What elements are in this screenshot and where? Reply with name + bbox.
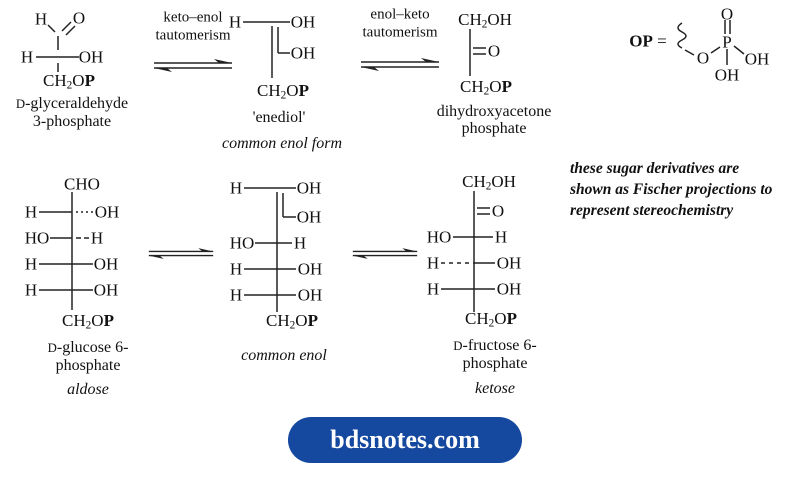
structure-name: 'enediol' — [252, 109, 306, 127]
op-equals-label: OP = — [629, 31, 667, 51]
atom-h: H — [426, 253, 440, 273]
structure-fructose-6-phosphate: CH2OH O HO H H OH H OH CH2OP D-fructose … — [415, 170, 585, 405]
structure-name: D-fructose 6- — [453, 337, 537, 355]
atom-ho: HO — [229, 233, 255, 253]
group-ch2oh: CH2OH — [462, 172, 516, 193]
structure-name: D-glyceraldehyde — [15, 95, 129, 113]
group-ch2op: CH2OP — [43, 71, 95, 92]
note-line3: represent stereochemistry — [570, 202, 734, 219]
structure-name-line2: phosphate — [461, 120, 527, 138]
reaction-label-line2: tautomerism — [362, 24, 438, 41]
atom-h: H — [24, 202, 38, 222]
structure-class-note: aldose — [67, 381, 109, 399]
structure-enediol: H OH OH CH2OP 'enediol' common enol form — [222, 8, 352, 153]
atom-h: H — [293, 233, 307, 253]
atom-oh: OH — [496, 279, 522, 299]
structure-name: dihydroxyacetone — [436, 103, 552, 121]
atom-o: O — [696, 48, 710, 68]
reaction-label-line2: tautomerism — [155, 27, 231, 44]
reaction-keto-enol: keto–enol tautomerism — [138, 8, 248, 78]
structure-name-line2: phosphate — [55, 357, 121, 375]
atom-oh: OH — [714, 65, 740, 85]
atom-ho: HO — [426, 227, 452, 247]
note-line1: these sugar derivatives are — [570, 160, 740, 177]
group-ch2op: CH2OP — [62, 311, 114, 332]
atom-h: H — [228, 12, 242, 32]
reaction-enol-keto: enol–keto tautomerism — [345, 5, 455, 75]
atom-h: H — [229, 259, 243, 279]
atom-oh: OH — [297, 259, 323, 279]
atom-oh: OH — [94, 202, 120, 222]
dhap-bonds — [469, 29, 486, 76]
atom-h: H — [20, 47, 34, 67]
equilibrium-arrow-icon — [352, 248, 418, 259]
structure-name-line2: phosphate — [462, 355, 528, 373]
group-ch2op: CH2OP — [465, 309, 517, 330]
atom-h: H — [494, 227, 508, 247]
structure-glucose-6-phosphate: CHO H OH HO H H OH H OH CH2OP D-glucose … — [10, 170, 180, 405]
structure-class-note: ketose — [475, 380, 515, 398]
atom-ho: HO — [24, 228, 50, 248]
squiggle-bond-icon — [677, 22, 687, 49]
atom-oh: OH — [290, 12, 316, 32]
group-ch2op: CH2OP — [460, 77, 512, 98]
atom-oh: OH — [496, 253, 522, 273]
atom-o: O — [487, 41, 501, 61]
glyceraldehyde-bonds — [36, 21, 79, 72]
structure-note: common enol — [241, 347, 327, 365]
atom-p: P — [722, 32, 732, 52]
atom-oh: OH — [744, 49, 770, 69]
atom-o: O — [72, 8, 86, 28]
fructose-bonds — [441, 191, 495, 312]
structure-glyceraldehyde-3-phosphate: H O H OH CH2OP D-glyceraldehyde 3-phosph… — [15, 5, 145, 135]
atom-h: H — [24, 254, 38, 274]
group-cho: CHO — [64, 174, 100, 194]
structure-dihydroxyacetone-phosphate: CH2OH O CH2OP dihydroxyacetone phosphate — [432, 8, 572, 138]
op-definition-bonds — [677, 20, 745, 65]
glucose-bonds — [39, 192, 94, 310]
common-enol-bonds — [244, 187, 296, 312]
structure-note: common enol form — [222, 135, 342, 153]
atom-h: H — [426, 279, 440, 299]
stereochemistry-note: these sugar derivatives are shown as Fis… — [570, 158, 797, 221]
atom-oh: OH — [78, 47, 104, 67]
atom-oh: OH — [297, 285, 323, 305]
group-ch2oh: CH2OH — [458, 10, 512, 31]
atom-h: H — [229, 285, 243, 305]
equilibrium-arrow-icon — [361, 58, 439, 71]
structure-name-line2: 3-phosphate — [32, 113, 112, 131]
atom-oh: OH — [93, 280, 119, 300]
group-ch2op: CH2OP — [266, 311, 318, 332]
atom-o: O — [720, 4, 734, 24]
group-ch2op: CH2OP — [257, 81, 309, 102]
atom-h: H — [90, 228, 104, 248]
equilibrium-arrow-icon — [154, 59, 232, 72]
reaction-label: keto–enol — [163, 9, 223, 26]
enediol-bonds — [243, 21, 290, 78]
atom-oh: OH — [296, 178, 322, 198]
bdsnotes-watermark-badge: bdsnotes.com — [288, 417, 522, 463]
phosphate-group-definition: OP = O P O OH OH — [615, 5, 790, 90]
atom-h: H — [34, 9, 48, 29]
equilibrium-arrow-icon — [148, 248, 214, 259]
atom-oh: OH — [290, 43, 316, 63]
atom-o: O — [491, 201, 505, 221]
atom-h: H — [229, 178, 243, 198]
structure-common-enol: H OH OH HO H H OH H OH CH2OP common enol — [222, 170, 362, 370]
note-line2: shown as Fischer projections to — [570, 181, 773, 198]
atom-oh: OH — [296, 207, 322, 227]
atom-oh: OH — [93, 254, 119, 274]
reaction-label: enol–keto — [370, 6, 430, 23]
structure-name: D-glucose 6- — [47, 339, 129, 357]
atom-h: H — [24, 280, 38, 300]
